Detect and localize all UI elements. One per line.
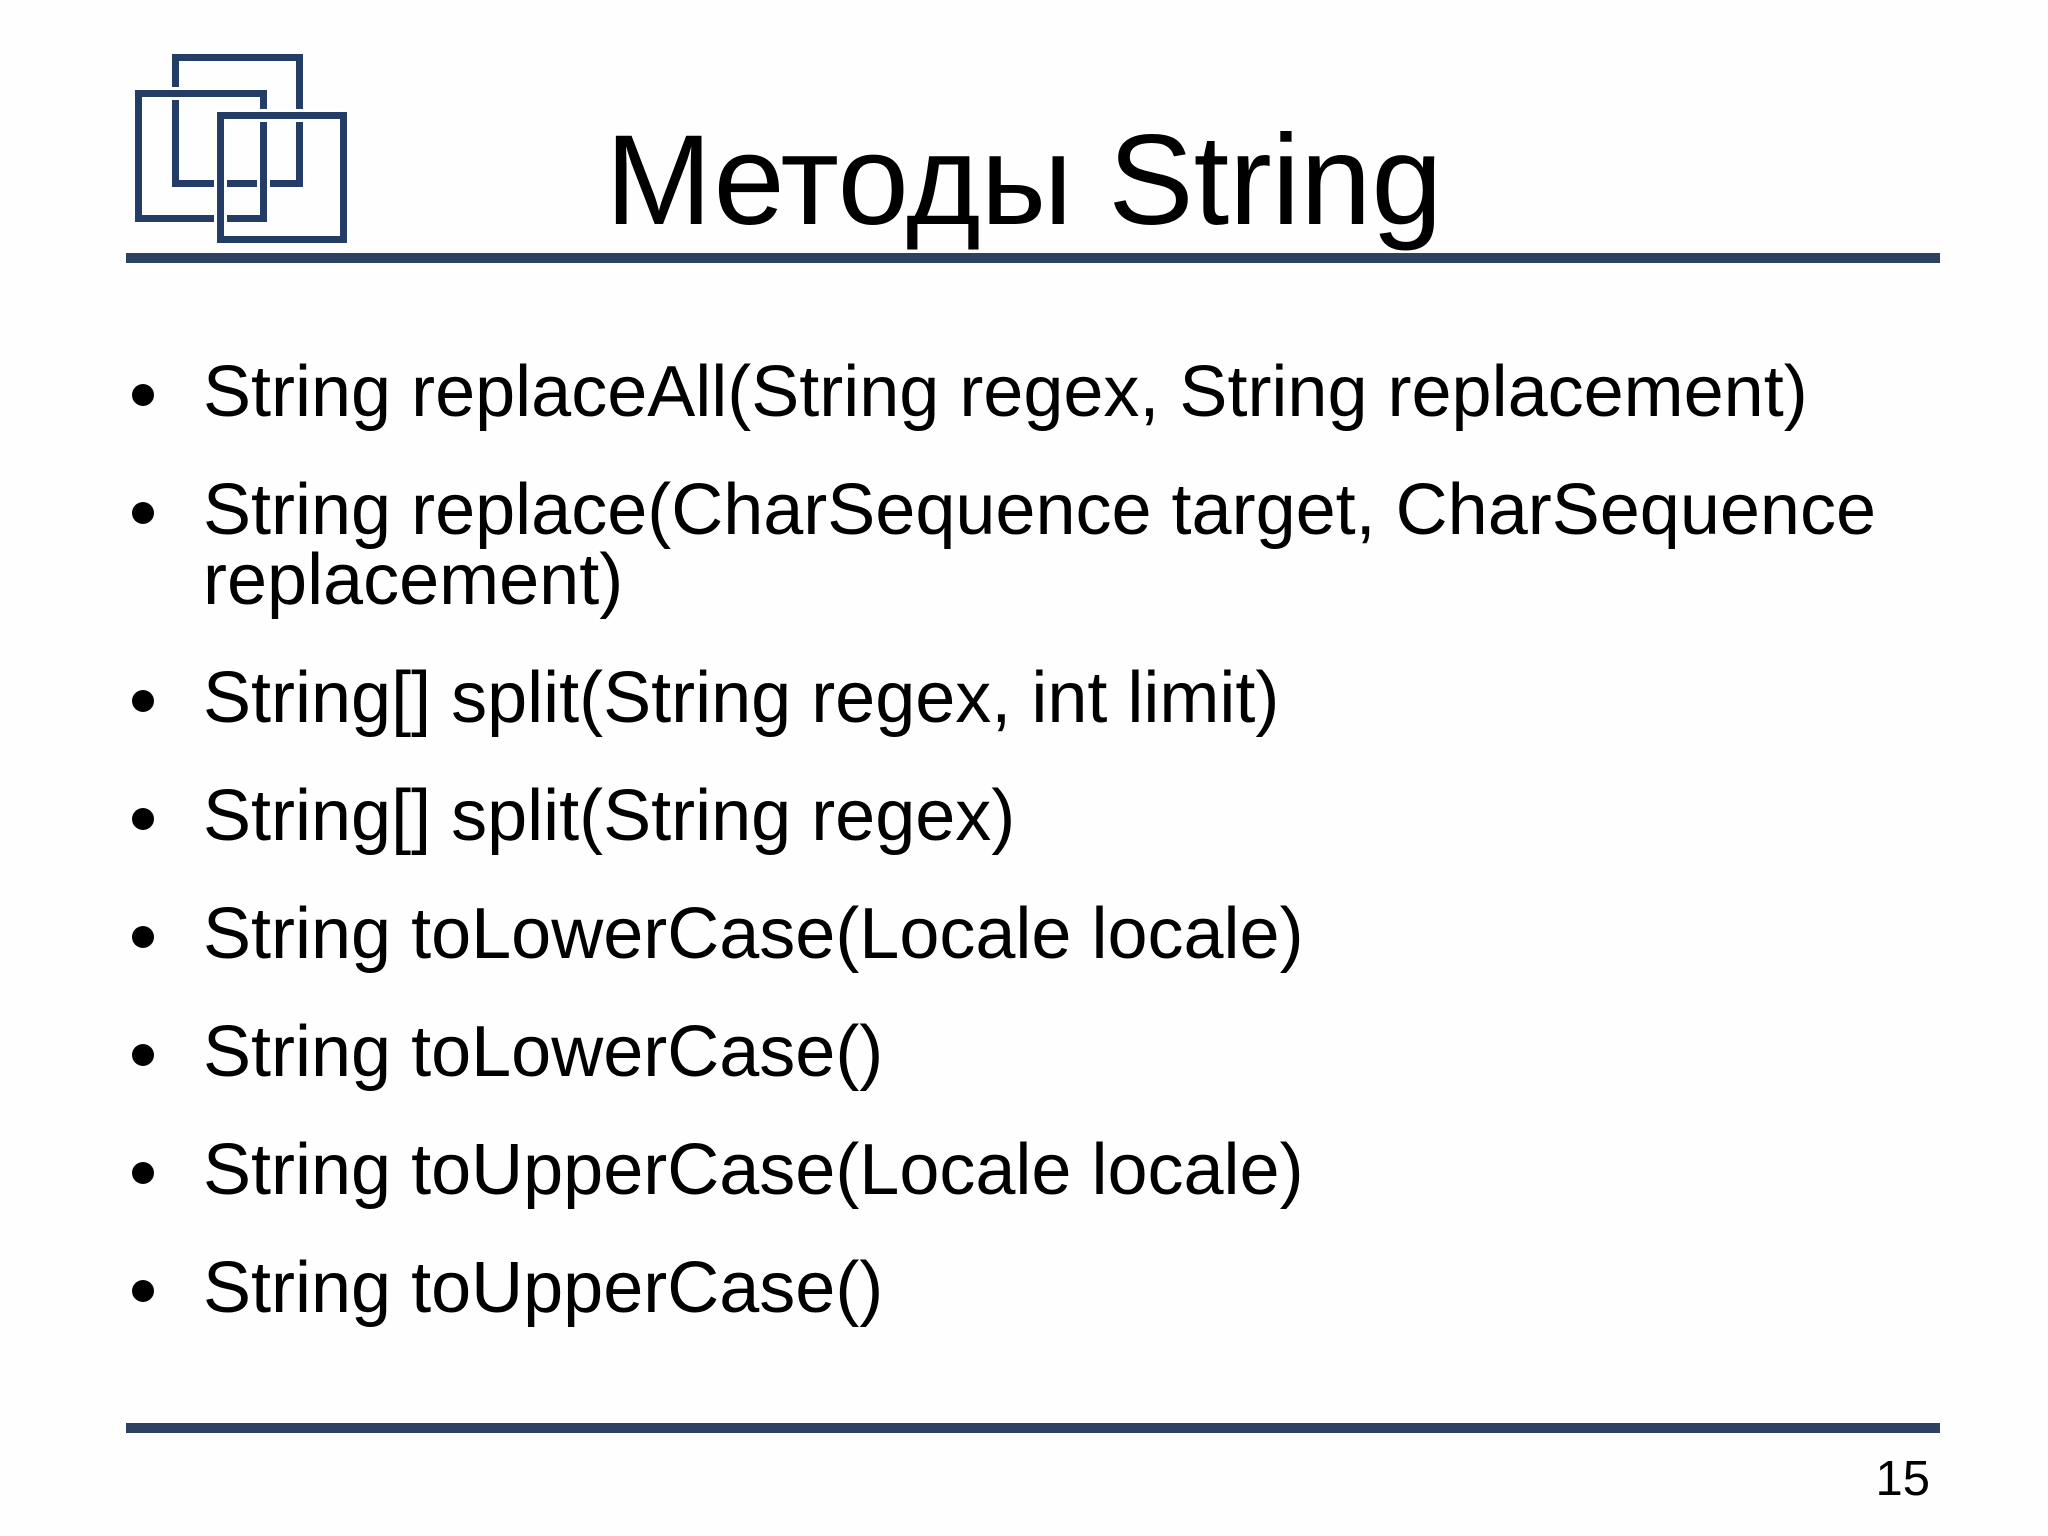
bullet-text: String toUpperCase(Locale locale) [203, 1130, 1304, 1210]
bullet-icon [132, 1044, 154, 1066]
bullet-icon [132, 926, 154, 948]
list-item: String replace(CharSequence target, Char… [130, 474, 2000, 616]
overlapping-squares-icon [132, 54, 350, 246]
slide-title: Методы String [605, 109, 1443, 252]
bullet-text: String toLowerCase() [203, 1012, 884, 1092]
logo-square-right [214, 109, 350, 246]
footer-divider [126, 1423, 1940, 1433]
bullet-text: String[] split(String regex) [203, 776, 1016, 856]
list-item: String replaceAll(String regex, String r… [130, 356, 2000, 428]
bullet-text: String replaceAll(String regex, String r… [203, 352, 1808, 432]
bullet-icon [132, 502, 154, 524]
list-item: String toLowerCase(Locale locale) [130, 898, 2000, 970]
list-item: String toUpperCase(Locale locale) [130, 1134, 2000, 1206]
bullet-list: String replaceAll(String regex, String r… [130, 356, 2000, 1371]
bullet-icon [132, 1162, 154, 1184]
list-item: String toLowerCase() [130, 1016, 2000, 1088]
page-number: 15 [1875, 1452, 1930, 1506]
list-item: String[] split(String regex, int limit) [130, 662, 2000, 734]
header-divider [126, 253, 1940, 263]
bullet-icon [132, 384, 154, 406]
bullet-text: String[] split(String regex, int limit) [203, 658, 1280, 738]
bullet-text: String toLowerCase(Locale locale) [203, 894, 1304, 974]
bullet-text: String replace(CharSequence target, Char… [203, 470, 1877, 620]
logo-square-left [132, 87, 270, 225]
list-item: String[] split(String regex) [130, 780, 2000, 852]
bullet-icon [132, 1280, 154, 1302]
list-item: String toUpperCase() [130, 1252, 2000, 1324]
bullet-icon [132, 690, 154, 712]
bullet-text: String toUpperCase() [203, 1248, 884, 1328]
bullet-icon [132, 808, 154, 830]
